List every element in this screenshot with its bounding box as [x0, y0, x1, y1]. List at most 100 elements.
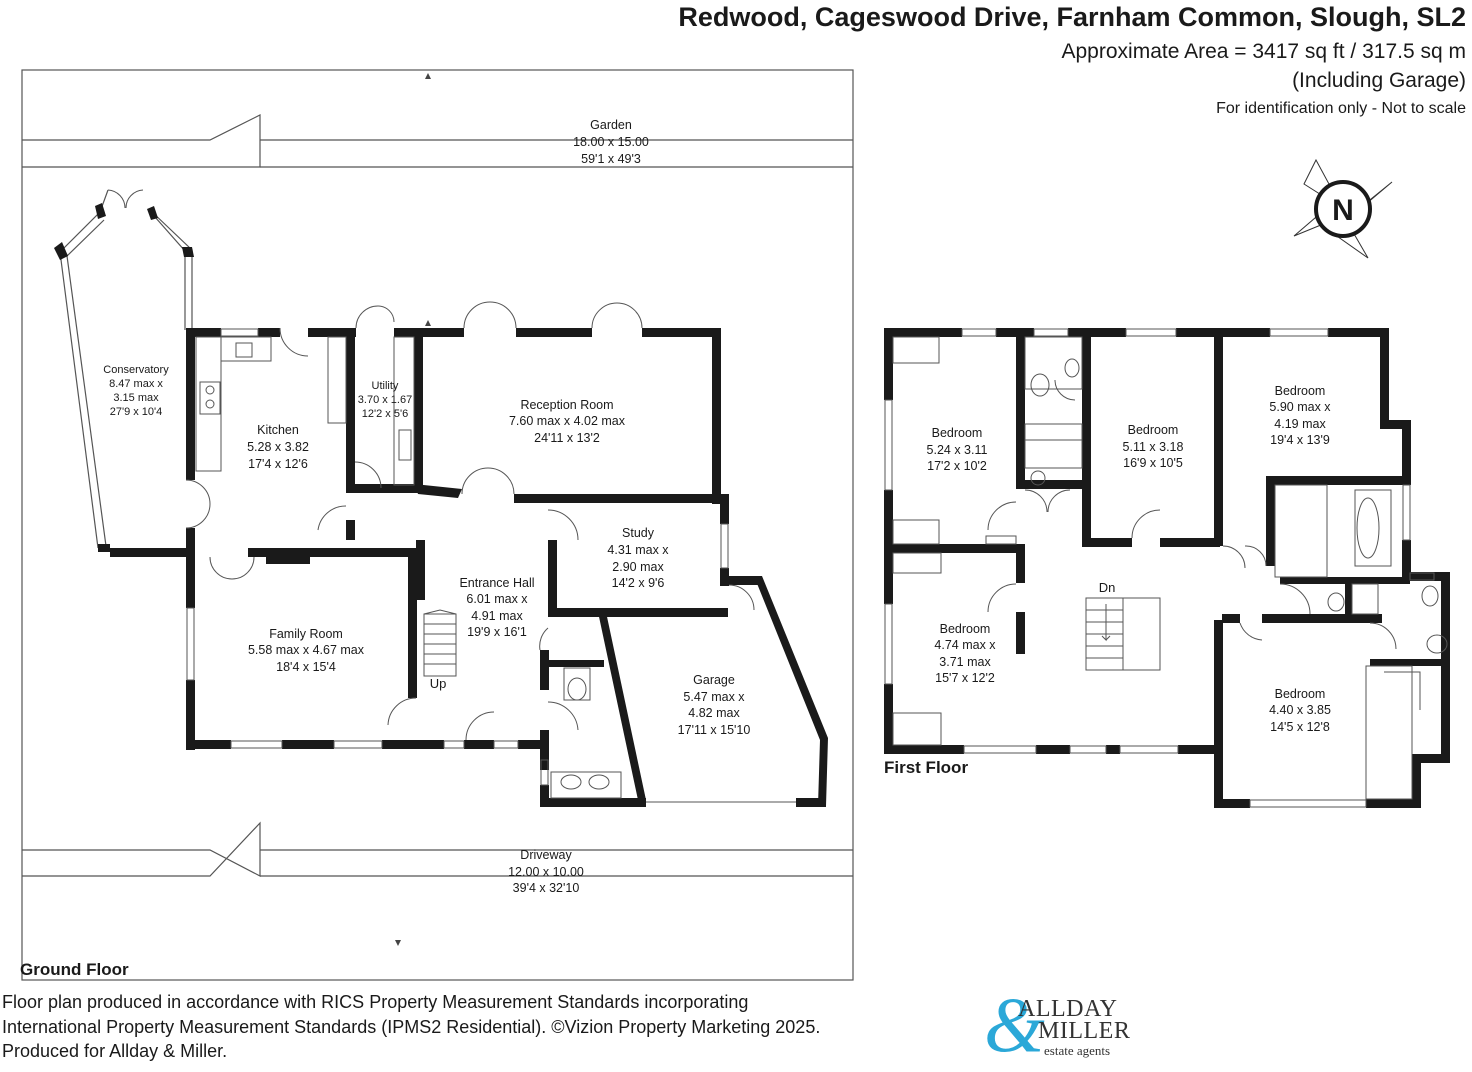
svg-text:5.90 max x: 5.90 max x [1269, 400, 1331, 414]
footer-line-2: International Property Measurement Stand… [2, 1016, 821, 1037]
ground-floor-labels: Garden 18.00 x 15.00 59'1 x 49'3 Conserv… [103, 118, 750, 895]
reception-room-label: Reception Room 7.60 max x 4.02 max 24'11… [509, 398, 626, 445]
svg-text:4.82 max: 4.82 max [688, 706, 740, 720]
svg-text:Garden: Garden [590, 118, 632, 132]
svg-text:5.47 max x: 5.47 max x [683, 690, 745, 704]
compass-north-label: N [1332, 194, 1354, 227]
svg-text:3.71 max: 3.71 max [939, 655, 991, 669]
svg-text:27'9 x 10'4: 27'9 x 10'4 [110, 406, 163, 418]
svg-text:7.60 max x 4.02 max: 7.60 max x 4.02 max [509, 414, 626, 428]
svg-text:Garage: Garage [693, 673, 735, 687]
svg-text:16'9 x 10'5: 16'9 x 10'5 [1123, 456, 1183, 470]
conservatory-posts [54, 203, 194, 552]
svg-text:4.19 max: 4.19 max [1274, 417, 1326, 431]
svg-text:18'4 x 15'4: 18'4 x 15'4 [276, 660, 336, 674]
kitchen-label: Kitchen 5.28 x 3.82 17'4 x 12'6 [247, 423, 309, 471]
ground-floor-staircase [423, 609, 457, 677]
ground-floor-walls [110, 328, 828, 807]
logo-line-1: ALLDAY [1018, 996, 1118, 1022]
allday-miller-logo: & ALLDAY MILLER estate agents [984, 981, 1144, 1068]
stairs-down-label: Dn [1099, 580, 1116, 595]
svg-text:3.70 x 1.67: 3.70 x 1.67 [358, 394, 412, 406]
study-label: Study 4.31 max x 2.90 max 14'2 x 9'6 [607, 526, 669, 590]
svg-text:Bedroom: Bedroom [940, 622, 991, 636]
svg-text:Kitchen: Kitchen [257, 423, 299, 437]
svg-text:19'9 x 16'1: 19'9 x 16'1 [467, 625, 527, 639]
svg-text:5.58 max x 4.67 max: 5.58 max x 4.67 max [248, 643, 365, 657]
svg-text:59'1 x 49'3: 59'1 x 49'3 [581, 152, 641, 166]
svg-text:17'4 x 12'6: 17'4 x 12'6 [248, 457, 308, 471]
svg-text:4.40 x 3.85: 4.40 x 3.85 [1269, 703, 1331, 717]
svg-text:14'2 x 9'6: 14'2 x 9'6 [612, 576, 665, 590]
family-room-label: Family Room 5.58 max x 4.67 max 18'4 x 1… [248, 627, 365, 674]
first-floor-doors [987, 379, 1397, 650]
svg-text:15'7 x 12'2: 15'7 x 12'2 [935, 671, 995, 685]
bedroom-3-label: Bedroom 5.90 max x 4.19 max 19'4 x 13'9 [1269, 384, 1331, 447]
ground-floor-fittings [195, 336, 622, 799]
svg-text:2.90 max: 2.90 max [612, 560, 664, 574]
svg-text:12'2 x 5'6: 12'2 x 5'6 [362, 408, 408, 420]
svg-text:4.91 max: 4.91 max [471, 609, 523, 623]
svg-text:5.24 x 3.11: 5.24 x 3.11 [927, 443, 988, 457]
svg-text:19'4 x 13'9: 19'4 x 13'9 [1270, 433, 1330, 447]
identification-note: For identification only - Not to scale [1216, 100, 1466, 117]
ground-floor-doors [185, 301, 755, 741]
first-floor-fittings [892, 336, 1448, 800]
first-floor-windows [884, 328, 1435, 808]
svg-text:Family Room: Family Room [269, 627, 343, 641]
svg-text:Study: Study [622, 526, 655, 540]
footer-line-3: Produced for Allday & Miller. [2, 1041, 228, 1061]
svg-text:Reception Room: Reception Room [520, 398, 613, 412]
ground-floor-windows [186, 328, 796, 803]
bedroom-4-label: Bedroom 4.74 max x 3.71 max 15'7 x 12'2 [934, 622, 996, 685]
stairs-up-label: Up [430, 676, 447, 691]
svg-text:17'2 x 10'2: 17'2 x 10'2 [927, 459, 987, 473]
logo-line-2: MILLER [1038, 1018, 1131, 1044]
svg-text:Bedroom: Bedroom [932, 426, 983, 440]
svg-text:Bedroom: Bedroom [1275, 384, 1326, 398]
footer-text: Floor plan produced in accordance with R… [2, 990, 820, 1064]
garage-label: Garage 5.47 max x 4.82 max 17'11 x 15'10 [678, 673, 751, 737]
svg-text:6.01 max x: 6.01 max x [466, 592, 528, 606]
garden-label: Garden 18.00 x 15.00 59'1 x 49'3 [573, 118, 649, 166]
svg-text:12.00 x 10.00: 12.00 x 10.00 [508, 865, 584, 879]
conservatory-door-icon [107, 189, 144, 209]
svg-text:39'4 x 32'10: 39'4 x 32'10 [513, 881, 580, 895]
svg-text:14'5 x 12'8: 14'5 x 12'8 [1270, 720, 1330, 734]
bedroom-2-label: Bedroom 5.11 x 3.18 16'9 x 10'5 [1123, 423, 1184, 470]
conservatory-label: Conservatory 8.47 max x 3.15 max 27'9 x … [103, 364, 169, 418]
first-floor-walls [884, 328, 1450, 808]
svg-text:Driveway: Driveway [520, 848, 572, 862]
area-text: Approximate Area = 3417 sq ft / 317.5 sq… [1061, 40, 1467, 63]
ground-floor-label: Ground Floor [20, 960, 129, 979]
svg-text:17'11 x 15'10: 17'11 x 15'10 [678, 723, 751, 737]
svg-text:Entrance Hall: Entrance Hall [459, 576, 534, 590]
svg-text:5.11 x 3.18: 5.11 x 3.18 [1123, 440, 1184, 454]
svg-text:4.31 max x: 4.31 max x [607, 543, 669, 557]
compass: N [1293, 158, 1393, 259]
bedroom-1-label: Bedroom 5.24 x 3.11 17'2 x 10'2 [927, 426, 988, 473]
svg-text:24'11 x 13'2: 24'11 x 13'2 [534, 431, 600, 445]
svg-text:Utility: Utility [372, 380, 399, 392]
including-garage-text: (Including Garage) [1292, 69, 1466, 92]
bedroom-5-label: Bedroom 4.40 x 3.85 14'5 x 12'8 [1269, 687, 1331, 734]
first-floor-label: First Floor [884, 758, 969, 777]
svg-text:Conservatory: Conservatory [103, 364, 169, 376]
svg-text:18.00 x 15.00: 18.00 x 15.00 [573, 135, 649, 149]
driveway-label: Driveway 12.00 x 10.00 39'4 x 32'10 [508, 848, 584, 895]
logo-ampersand: & [984, 981, 1045, 1068]
svg-text:5.28 x 3.82: 5.28 x 3.82 [247, 440, 309, 454]
svg-text:3.15 max: 3.15 max [113, 392, 159, 404]
svg-text:8.47 max x: 8.47 max x [109, 378, 163, 390]
plan-title: Redwood, Cageswood Drive, Farnham Common… [678, 2, 1466, 32]
svg-text:Bedroom: Bedroom [1275, 687, 1326, 701]
logo-line-3: estate agents [1044, 1043, 1111, 1058]
svg-text:4.74 max x: 4.74 max x [934, 638, 996, 652]
footer-line-1: Floor plan produced in accordance with R… [2, 992, 749, 1012]
first-floor-labels: Bedroom 5.24 x 3.11 17'2 x 10'2 Bedroom … [927, 384, 1332, 734]
garden-outline [21, 69, 854, 981]
entrance-hall-label: Entrance Hall 6.01 max x 4.91 max 19'9 x… [459, 576, 534, 639]
svg-text:Bedroom: Bedroom [1128, 423, 1179, 437]
utility-label: Utility 3.70 x 1.67 12'2 x 5'6 [358, 380, 412, 420]
